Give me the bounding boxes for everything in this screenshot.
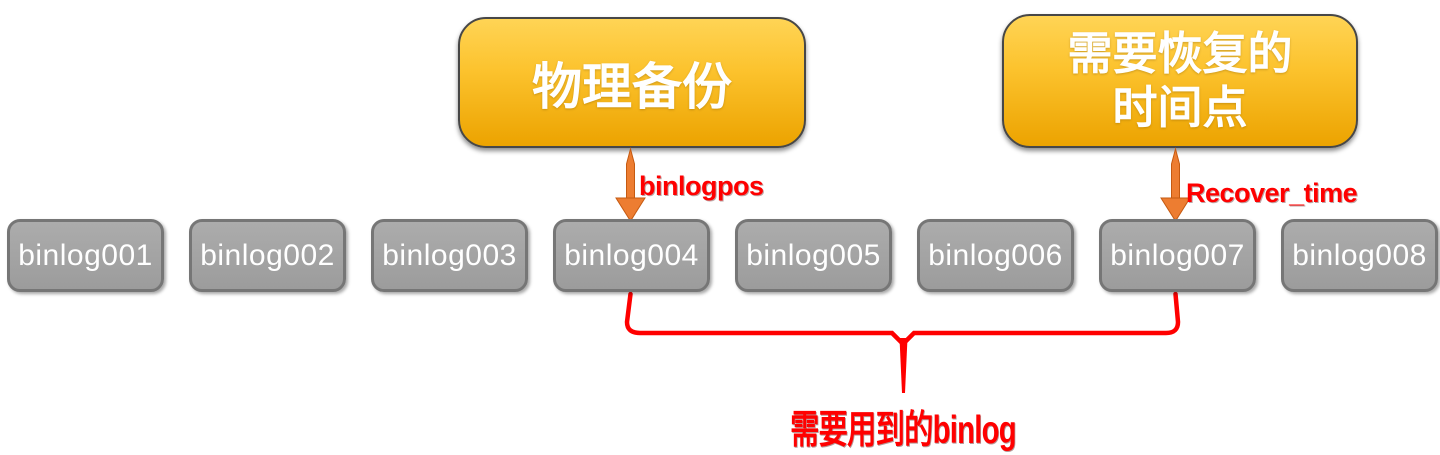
- physical-backup-box: 物理备份: [458, 17, 806, 148]
- binlog-box-004: binlog004: [553, 219, 710, 292]
- binlog-row: binlog001 binlog002 binlog003 binlog004 …: [7, 219, 1438, 292]
- binlog-box-007: binlog007: [1099, 219, 1256, 292]
- recover-time-label: Recover_time: [1186, 178, 1358, 208]
- needed-binlog-caption: 需要用到的binlog: [790, 409, 1016, 452]
- binlog-box-006: binlog006: [917, 219, 1074, 292]
- binlog-box-008: binlog008: [1281, 219, 1438, 292]
- binlog-box-001: binlog001: [7, 219, 164, 292]
- binlog-box-002: binlog002: [189, 219, 346, 292]
- needed-binlog-bracket: [624, 291, 1181, 393]
- binlog-box-003: binlog003: [371, 219, 528, 292]
- recover-time-point-box: 需要恢复的 时间点: [1002, 14, 1358, 148]
- binlog-box-005: binlog005: [735, 219, 892, 292]
- binlogpos-label: binlogpos: [639, 171, 764, 201]
